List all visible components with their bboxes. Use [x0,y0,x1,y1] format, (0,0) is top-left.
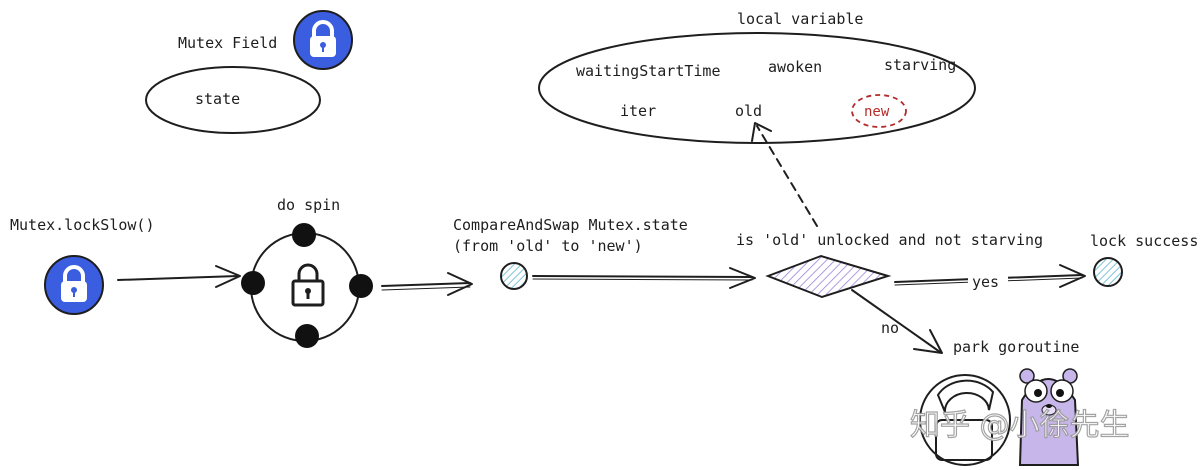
mutex-field-ellipse [145,66,321,134]
lock-success-node [1093,257,1123,287]
cas-label-line1: CompareAndSwap Mutex.state [453,216,688,234]
var-awoken: awoken [768,58,822,76]
lock-icon [293,10,353,70]
local-variable-ellipse [538,32,976,144]
cas-label-line2: (from 'old' to 'new') [453,237,643,255]
no-label: no [881,319,899,337]
condition-label: is 'old' unlocked and not starving [736,231,1043,249]
mutex-field-title: Mutex Field [178,34,277,52]
var-starving: starving [884,56,956,74]
condition-diamond [765,254,892,299]
padlock-icon [291,263,325,307]
watermark: 知乎 @小徐先生 [910,408,1130,443]
var-old: old [735,102,762,120]
dashed-arrow-to-old [751,122,818,227]
lockslow-label: Mutex.lockSlow() [10,216,155,234]
var-new: new [864,104,890,120]
lock-icon [44,255,104,315]
do-spin-label: do spin [277,196,340,214]
var-waiting-start-time: waitingStartTime [576,62,721,80]
parked-goroutine-icon [919,374,1011,466]
park-goroutine-label: park goroutine [953,338,1079,356]
cas-node [500,262,528,290]
yes-label: yes [972,273,999,291]
arrow-spin-to-cas [381,272,473,296]
lock-success-label: lock success [1090,232,1198,250]
var-new-dashed-circle [851,94,907,128]
arrow-cas-to-condition [532,267,756,289]
local-variable-title: local variable [737,10,863,28]
state-label: state [195,90,240,108]
arrow-lockslow-to-spin [117,265,241,288]
gopher-icon [1018,368,1080,466]
arrow-no [851,289,943,354]
spin-ring [241,223,373,348]
yes-label-bg [968,270,1008,292]
var-iter: iter [620,102,656,120]
